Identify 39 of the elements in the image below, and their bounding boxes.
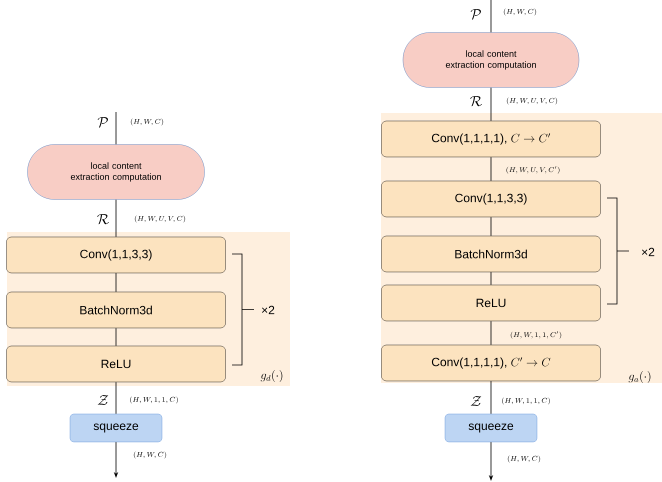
connector [490, 380, 492, 414]
repeat-label: ×2 [642, 248, 654, 256]
layer-box: $\mbox{Conv(1,1,1,1),}\ C \rightarrow C'$ [381, 120, 601, 158]
tensor-symbol: $\mathcal{Z}$ [98, 395, 108, 405]
process-pill: local content extraction computation [402, 32, 580, 88]
connector [490, 87, 492, 122]
layer-box: BatchNorm3d [6, 292, 226, 328]
shape-label: $(H,W,C)$ [134, 452, 166, 458]
tensor-symbol: $\mathcal{R}$ [97, 214, 109, 224]
connector [490, 0, 492, 33]
shape-label: $(H,W,U,V,C')$ [506, 166, 560, 174]
tensor-symbol: $\mathcal{R}$ [470, 96, 482, 106]
function-label: $g_d(\cdot)$ [260, 370, 282, 382]
connector [490, 156, 492, 182]
tensor-symbol: $\mathcal{P}$ [98, 117, 108, 128]
function-label: $g_a(\cdot)$ [628, 370, 650, 383]
shape-label: $(H,W,U,V,C)$ [506, 98, 558, 104]
shape-label: $(H,W,U,V,C)$ [134, 216, 186, 222]
layer-box: $\mbox{Conv(1,1,1,1),}\ C' \rightarrow C$ [381, 344, 601, 382]
connector [490, 216, 492, 236]
shape-label: $(H,W,C)$ [504, 8, 536, 16]
connector [490, 272, 492, 286]
layer-box: ReLU [6, 346, 226, 382]
shape-label: $(H,W,1,1,C)$ [130, 396, 178, 404]
shape-label: $(H,W,1,1,C)$ [502, 398, 550, 404]
layer-box: BatchNorm3d [381, 236, 601, 272]
layer-box: Conv(1,1,3,3) [381, 180, 601, 218]
shape-label: $(H,W,1,1,C')$ [510, 331, 562, 339]
layer-box: Conv(1,1,3,3) [6, 236, 226, 274]
operation-box: squeeze [444, 414, 538, 442]
tensor-symbol: $\mathcal{Z}$ [470, 396, 482, 406]
layer-box: ReLU [381, 284, 601, 322]
repeat-label: ×2 [262, 306, 274, 314]
tensor-symbol: $\mathcal{P}$ [470, 9, 481, 20]
shape-label: $(H,W,C)$ [130, 118, 164, 126]
process-pill: local content extraction computation [27, 144, 205, 200]
operation-box: squeeze [70, 414, 162, 442]
shape-label: $(H,W,C)$ [508, 456, 540, 462]
connector [490, 320, 492, 346]
